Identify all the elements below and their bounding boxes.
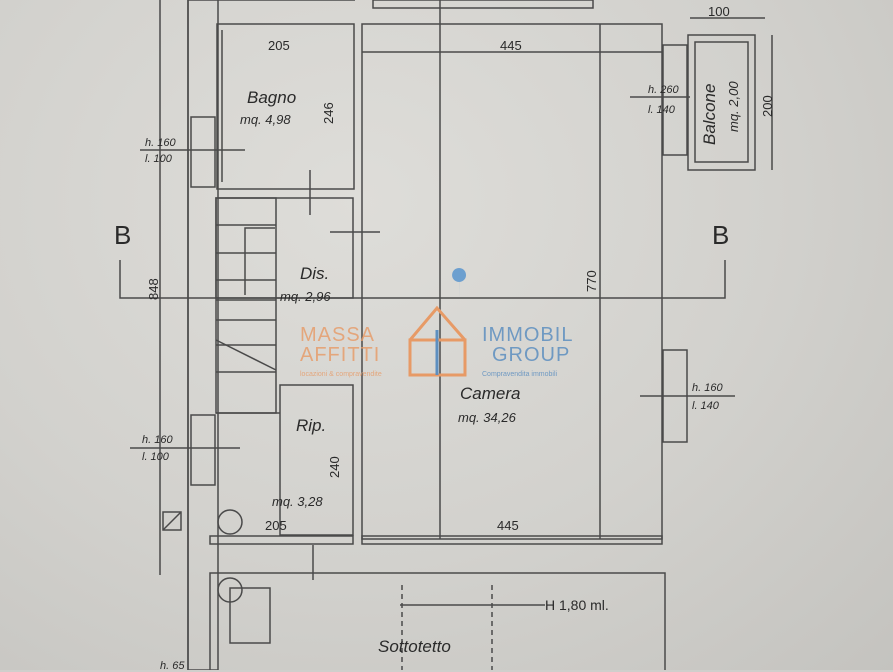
overall-height-dim: 848 [146,278,161,300]
balcone-label: Balcone [700,83,719,145]
sottotetto-outline [209,572,666,670]
rip-room-outline [279,384,354,536]
window-left-lower-l: l. 100 [142,451,169,463]
location-pin-icon [452,268,467,300]
camera-height-dim: 770 [584,270,599,292]
dis-room-outline [215,197,354,299]
camera-room-outline [361,23,663,540]
staircase [215,197,277,414]
bagno-label: Bagno [247,88,297,107]
bagno-room-outline [216,23,355,190]
attic-height-note: H 1,80 ml. [545,597,609,613]
window-left-upper-h: h. 160 [145,137,176,149]
camera-area: mq. 34,26 [458,410,516,425]
dis-area: mq. 2,96 [280,289,331,304]
rip-label: Rip. [296,416,327,435]
west-wall [187,0,219,670]
window-right-h: h. 160 [692,382,723,394]
camera-width-bottom-dim: 445 [497,518,519,533]
watermark-immobil-group: IMMOBIL GROUP Compravendita immobili [482,324,574,378]
balcone-door-l: l. 140 [648,104,675,116]
sottotetto-label: Sottotetto [378,637,451,656]
watermark-massa-affitti: MASSA AFFITTI locazioni & compravendite [300,324,382,378]
camera-label: Camera [460,384,521,403]
section-mark-left: B [114,220,132,250]
bagno-width-dim: 205 [268,38,290,53]
bagno-height-dim: 246 [321,102,336,124]
window-left-upper-l: l. 100 [145,153,172,165]
house-logo-icon [408,305,467,341]
balcone-width-dim: 100 [708,4,730,19]
balcone-area: mq. 2,00 [726,81,741,132]
bottom-fragment: h. 65 [160,660,185,672]
camera-width-top-dim: 445 [500,38,522,53]
section-mark-right: B [712,220,730,250]
window-left-lower-h: h. 160 [142,434,173,446]
balcone-door-h: h. 260 [648,84,679,96]
rip-area: mq. 3,28 [272,494,323,509]
window-right-l: l. 140 [692,400,719,412]
rip-height-dim: 240 [327,456,342,478]
bagno-area: mq. 4,98 [240,112,291,127]
balcone-height-dim: 200 [760,95,775,117]
rip-width-dim: 205 [265,518,287,533]
balcone-outline [687,34,756,171]
top-window [372,0,594,9]
dis-label: Dis. [300,264,330,283]
